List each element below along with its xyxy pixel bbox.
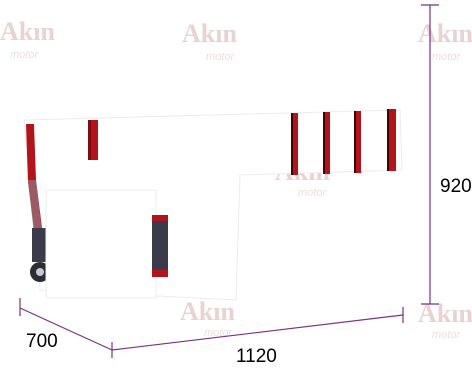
svg-text:motor: motor: [432, 51, 461, 63]
watermark-7: Akın motor: [418, 299, 472, 341]
watermark-1: Akın motor: [0, 17, 55, 61]
vent-bar-3: [354, 111, 361, 173]
depth-label: 700: [26, 331, 58, 352]
svg-text:motor: motor: [298, 187, 327, 199]
dimension-lines: [19, 4, 439, 358]
svg-text:motor: motor: [10, 49, 39, 61]
watermark-group: Akın motor Akın motor Akın motor Akın mo…: [0, 17, 472, 341]
machine-body: [23, 109, 403, 301]
watermark-6: Akın motor: [180, 297, 235, 339]
front-red-bar-shade: [88, 120, 91, 160]
front-red-bar: [88, 120, 98, 160]
lower-left-panel: [32, 228, 48, 262]
vent-bar-4-shade: [387, 109, 389, 171]
height-label: 920: [440, 176, 472, 197]
door-panel-red-bottom: [152, 270, 168, 277]
front-lower-box: [45, 189, 157, 299]
depth-dimension-line: [19, 307, 113, 351]
svg-text:Akın: Akın: [182, 19, 237, 48]
vent-bar-3-shade: [354, 111, 356, 173]
svg-text:Akın: Akın: [418, 299, 472, 328]
svg-text:Akın: Akın: [180, 297, 235, 326]
watermark-2: Akın motor: [182, 19, 237, 63]
vent-bar-4: [387, 109, 396, 171]
vent-bar-2-shade: [323, 112, 325, 174]
svg-text:Akın: Akın: [0, 17, 55, 46]
vent-bar-1-shade: [291, 113, 293, 175]
length-dimension-line: [111, 314, 404, 351]
door-panel-red-top: [152, 215, 168, 221]
svg-text:motor: motor: [206, 51, 235, 63]
wheel-hub: [36, 268, 44, 276]
svg-text:Akın: Akın: [418, 19, 472, 48]
vent-bar-2: [323, 112, 330, 174]
watermark-3: Akın motor: [418, 19, 472, 63]
door-panel: [152, 215, 168, 277]
svg-text:motor: motor: [432, 329, 461, 341]
length-label: 1120: [236, 346, 277, 367]
vent-bar-1: [291, 113, 298, 175]
